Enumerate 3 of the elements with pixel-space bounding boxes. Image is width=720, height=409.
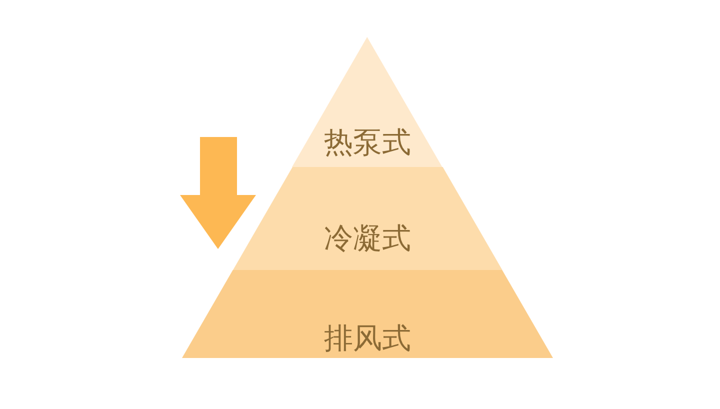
tier-label: 冷凝式 — [324, 221, 411, 255]
tier-label: 热泵式 — [324, 125, 411, 159]
tier-label: 排风式 — [324, 321, 411, 355]
